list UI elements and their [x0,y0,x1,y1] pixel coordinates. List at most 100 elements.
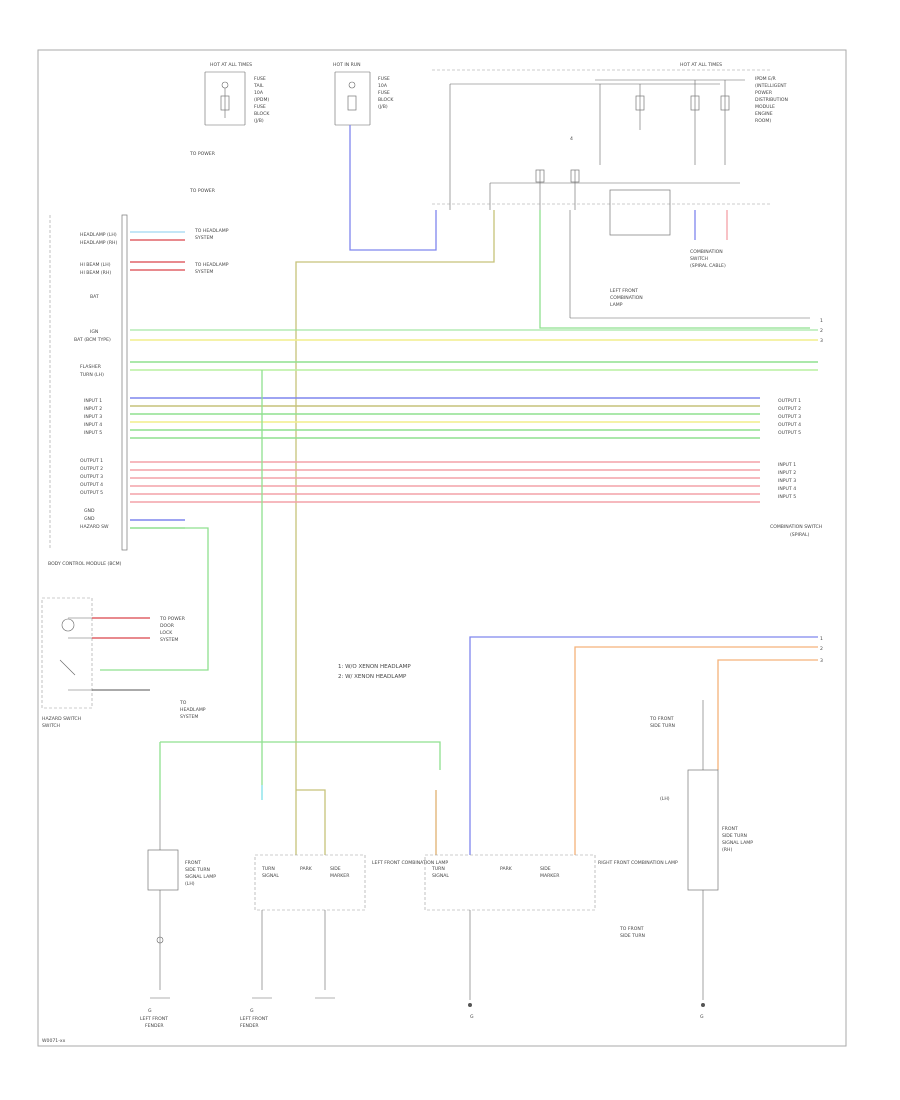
svg-text:ROOM): ROOM) [755,118,771,124]
svg-text:COMBINATION SWITCH: COMBINATION SWITCH [770,524,822,530]
wire-green-bus [160,741,441,770]
svg-text:RIGHT FRONT COMBINATION LAMP: RIGHT FRONT COMBINATION LAMP [598,860,678,866]
wire-orange-right2 [717,659,818,770]
side-turn-lamp-right: TO FRONT SIDE TURN (LH) FRONT SIDE TURN … [619,700,753,1020]
svg-text:(LH): (LH) [660,796,670,802]
svg-text:FUSE: FUSE [378,90,390,96]
svg-text:ENGINE: ENGINE [755,111,773,117]
svg-text:TO FRONT: TO FRONT [619,926,644,932]
svg-text:G: G [250,1008,254,1014]
wire-blue-right [469,636,818,855]
svg-text:SYSTEM: SYSTEM [160,637,178,643]
svg-text:HEADLAMP (LH): HEADLAMP (LH) [80,232,117,238]
fuse-block-left: HOT AT ALL TIMES FUSE TAIL 10A (IPDM) FU… [204,62,270,126]
right-front-combination-lamp: TURN SIGNAL PARK SIDE MARKER RIGHT FRONT… [424,854,678,1020]
svg-text:SIDE TURN: SIDE TURN [620,933,645,939]
svg-text:FLASHER: FLASHER [80,364,102,370]
svg-text:COMBINATION: COMBINATION [690,249,723,255]
svg-text:DOOR: DOOR [160,623,175,629]
svg-text:3: 3 [820,658,823,664]
svg-text:TO HEADLAMP: TO HEADLAMP [194,228,229,234]
svg-text:FUSE: FUSE [378,76,390,82]
svg-text:TO POWER: TO POWER [189,151,216,157]
svg-text:(SPIRAL CABLE): (SPIRAL CABLE) [690,263,726,269]
svg-text:IPDM E/R: IPDM E/R [755,76,777,82]
svg-text:OUTPUT 5: OUTPUT 5 [80,490,103,496]
svg-text:INPUT 4: INPUT 4 [778,486,796,492]
fuse-block-mid: HOT IN RUN FUSE 10A FUSE BLOCK (J/B) [333,62,394,126]
svg-text:G: G [148,1008,152,1014]
svg-text:INPUT 2: INPUT 2 [778,470,796,476]
svg-text:INPUT 5: INPUT 5 [778,494,796,500]
svg-text:OUTPUT 2: OUTPUT 2 [80,466,103,472]
svg-text:SIDE TURN: SIDE TURN [722,833,747,839]
svg-text:(SPIRAL): (SPIRAL) [790,532,810,538]
wire-blue-top [349,125,437,251]
svg-text:2: 2 [820,646,823,652]
svg-text:TURN (LH): TURN (LH) [79,372,104,378]
svg-text:SYSTEM: SYSTEM [195,269,213,275]
svg-text:BLOCK: BLOCK [254,111,270,117]
svg-text:G: G [470,1014,474,1020]
diagram-frame [37,49,847,1047]
svg-text:PARK: PARK [300,866,313,872]
svg-text:FUSE: FUSE [254,104,266,110]
svg-text:TURN: TURN [431,866,445,872]
svg-text:(J/B): (J/B) [254,118,264,124]
svg-text:LEFT FRONT: LEFT FRONT [140,1016,168,1022]
svg-text:3: 3 [820,338,823,344]
svg-text:BAT (BCM TYPE): BAT (BCM TYPE) [74,337,111,343]
svg-text:SIDE: SIDE [540,866,551,872]
svg-text:SIDE TURN: SIDE TURN [185,867,210,873]
svg-text:MARKER: MARKER [330,873,350,879]
svg-text:MARKER: MARKER [540,873,560,879]
wire-green-right [539,210,810,329]
svg-text:(J/B): (J/B) [378,104,388,110]
svg-text:HI BEAM (LH): HI BEAM (LH) [80,262,111,268]
svg-text:BAT: BAT [90,294,99,300]
svg-text:SIDE TURN: SIDE TURN [650,723,675,729]
svg-text:HAZARD SW: HAZARD SW [80,524,109,530]
svg-text:(RH): (RH) [722,847,732,853]
svg-text:HOT AT ALL TIMES: HOT AT ALL TIMES [680,62,722,68]
svg-text:10A: 10A [254,90,264,96]
combination-switch-block: HAZARD SWITCH SWITCH [41,597,93,729]
svg-text:GND: GND [84,508,95,514]
svg-text:FRONT: FRONT [722,826,738,832]
svg-text:PARK: PARK [500,866,513,872]
svg-text:SWITCH: SWITCH [690,256,708,262]
svg-text:2: 2 [820,328,823,334]
svg-text:(INTELLIGENT: (INTELLIGENT [755,83,787,89]
bcm-connector: HEADLAMP (LH) HEADLAMP (RH) HI BEAM (LH)… [48,214,128,567]
svg-text:TURN: TURN [261,866,275,872]
left-lamp-module: FRONT SIDE TURN SIGNAL LAMP (LH) G LEFT … [140,800,216,1029]
svg-text:OUTPUT 3: OUTPUT 3 [80,474,103,480]
svg-text:(IPDM): (IPDM) [254,97,269,103]
svg-text:HOT IN RUN: HOT IN RUN [333,62,361,68]
svg-text:HOT AT ALL TIMES: HOT AT ALL TIMES [210,62,252,68]
svg-text:FENDER: FENDER [240,1023,259,1029]
svg-text:TO POWER: TO POWER [159,616,186,622]
svg-text:LEFT FRONT: LEFT FRONT [610,288,638,294]
svg-text:HAZARD SWITCH: HAZARD SWITCH [42,716,81,722]
svg-text:DISTRIBUTION: DISTRIBUTION [755,97,788,103]
svg-text:SIGNAL: SIGNAL [432,873,449,879]
harness-wires [130,329,818,529]
svg-text:FENDER: FENDER [145,1023,164,1029]
fuse-block-right: HOT AT ALL TIMES IPDM E/R (INTELLIGENT P… [432,62,810,319]
svg-text:INPUT 2: INPUT 2 [84,406,102,412]
svg-text:BLOCK: BLOCK [378,97,394,103]
svg-text:SIGNAL: SIGNAL [262,873,279,879]
svg-text:4: 4 [570,136,573,142]
svg-text:(LH): (LH) [185,881,195,887]
svg-text:OUTPUT 1: OUTPUT 1 [80,458,103,464]
svg-text:HEADLAMP (RH): HEADLAMP (RH) [80,240,117,246]
svg-text:SYSTEM: SYSTEM [195,235,213,241]
wire-orange-right [574,646,818,855]
svg-text:MODULE: MODULE [755,104,775,110]
svg-text:LEFT FRONT COMBINATION LAMP: LEFT FRONT COMBINATION LAMP [372,860,448,866]
svg-text:INPUT 3: INPUT 3 [84,414,102,420]
svg-text:INPUT 3: INPUT 3 [778,478,796,484]
svg-text:COMBINATION: COMBINATION [610,295,643,301]
svg-text:INPUT 5: INPUT 5 [84,430,102,436]
